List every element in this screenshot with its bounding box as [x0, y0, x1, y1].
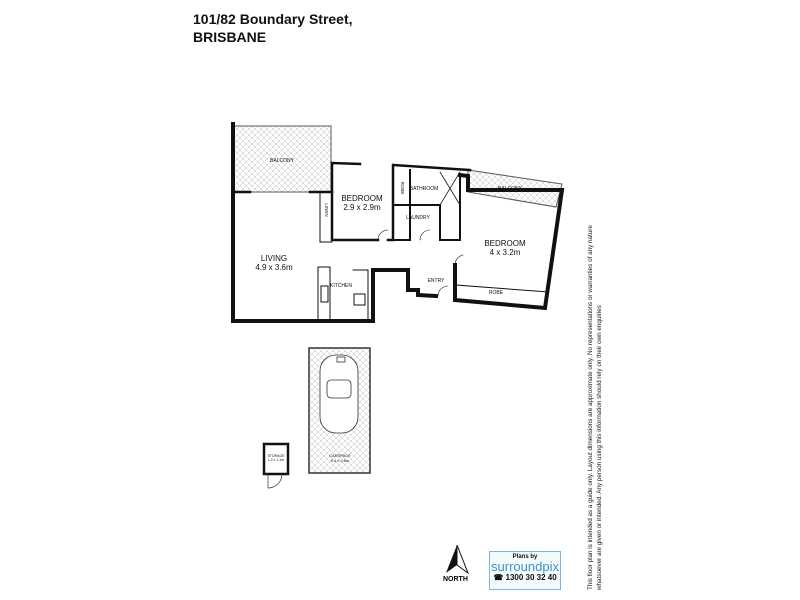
disclaimer: This floor plan is intended as a guide o…: [586, 225, 604, 590]
north-arrow-icon: [446, 544, 470, 575]
shower-cross: [439, 171, 461, 206]
surroundpix-logo: Plans by surroundpix ☎ 1300 30 32 40: [489, 551, 561, 590]
phone-icon: ☎: [493, 573, 506, 582]
label-bedroom2: BEDROOM: [484, 239, 526, 248]
wall-bed2: [453, 172, 565, 311]
sink-icon: [320, 285, 329, 303]
wall-bath: [392, 169, 461, 241]
label-balcony-right: BALCONY: [498, 186, 523, 192]
label-living: LIVING: [261, 254, 287, 263]
wall-outer: [231, 122, 439, 323]
label-linen: LINEN: [324, 203, 329, 216]
storage: [262, 442, 290, 476]
wall-linen: [319, 191, 333, 243]
label-robe2: ROBE: [489, 290, 504, 296]
logo-brand: surroundpix: [491, 559, 559, 574]
logo-phone: 1300 30 32 40: [505, 573, 557, 582]
disclaimer-line-1: This floor plan is intended as a guide o…: [587, 225, 594, 590]
label-storage-dims: 1.2 x 1.1m: [268, 458, 284, 462]
north-label: NORTH: [443, 576, 468, 583]
label-kitchen: KITCHEN: [330, 283, 352, 289]
label-bedroom2-dims: 4 x 3.2m: [490, 248, 521, 257]
car-icon: [319, 354, 359, 434]
stove-icon: [353, 293, 366, 306]
disclaimer-line-2: whatsoever are given or intended. Any pe…: [596, 305, 603, 590]
wall-robe2: [455, 284, 549, 293]
label-storage: STORAGE: [267, 454, 285, 458]
label-laundry: LAUNDRY: [406, 215, 430, 221]
address-line-2: BRISBANE: [193, 29, 267, 45]
door-arcs: [377, 229, 464, 297]
label-bedroom1: BEDROOM: [341, 194, 383, 203]
label-bedroom1-dims: 2.9 x 2.9m: [343, 203, 381, 212]
storage-door: [267, 473, 283, 489]
wall-kitchen: [317, 266, 369, 321]
label-entry: ENTRY: [428, 278, 446, 284]
label-bathroom: BATHROOM: [410, 186, 439, 192]
label-carspace-dims: 5.4 x 2.6m: [331, 458, 350, 463]
logo-tagline: Plans by: [512, 554, 538, 560]
label-balcony-left: BALCONY: [270, 158, 295, 164]
label-carspace: CARSPACE: [329, 453, 351, 458]
wall-living-top: [231, 161, 362, 194]
label-living-dims: 4.9 x 3.6m: [255, 263, 293, 272]
label-robe1: ROBE: [400, 182, 405, 195]
address-line-1: 101/82 Boundary Street,: [193, 11, 353, 27]
balcony-left: [233, 125, 332, 193]
